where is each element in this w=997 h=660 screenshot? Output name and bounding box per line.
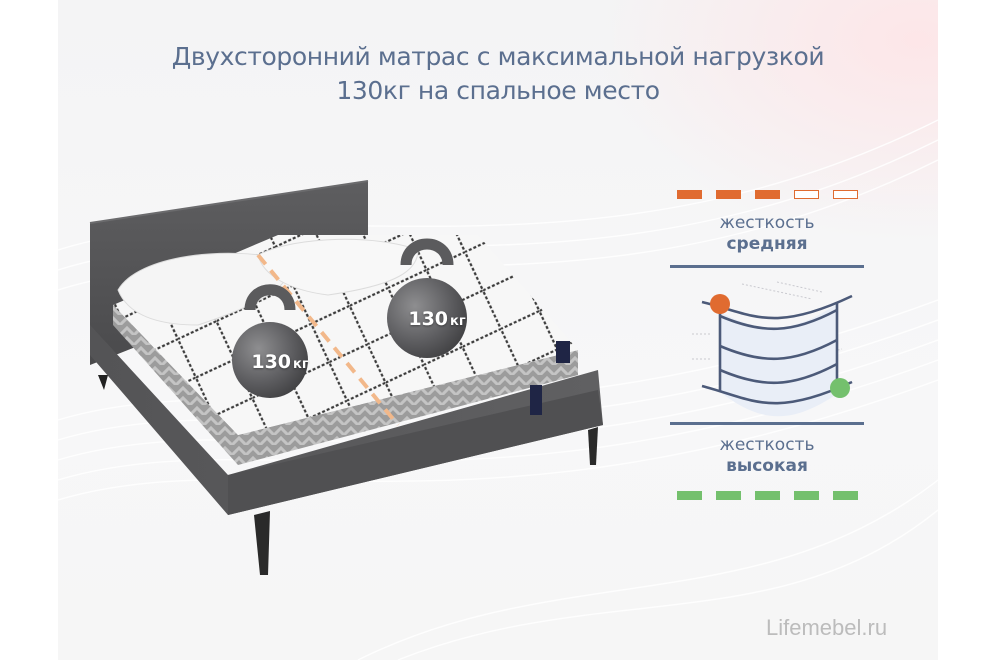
page-title: Двухсторонний матрас с максимальной нагр… (58, 40, 938, 108)
scale-segment-filled (676, 491, 702, 500)
title-line-2: 130кг на спальное место (336, 76, 660, 105)
scale-segment-filled (715, 190, 741, 199)
mattress-layers-icon (692, 281, 853, 417)
scale-segment-filled (754, 491, 780, 500)
scale-segment-filled (715, 491, 741, 500)
title-line-1: Двухсторонний матрас с максимальной нагр… (171, 42, 825, 71)
scale-segment-filled (832, 491, 858, 500)
firmness-scale-high (662, 491, 872, 500)
firmness-scale-medium (662, 190, 872, 199)
firmness-bottom-label: жесткость высокая (719, 435, 815, 476)
scale-segment-empty (793, 190, 819, 199)
firmness-panel: жесткость средняя жесткость в (662, 190, 872, 500)
firmness-top-label: жесткость средняя (719, 213, 815, 254)
kettlebell-left (232, 284, 308, 398)
divider-bottom (670, 422, 864, 425)
divider-top (670, 265, 864, 268)
banner-canvas: Двухсторонний матрас с максимальной нагр… (58, 0, 938, 660)
bed-illustration (89, 180, 603, 575)
scale-segment-empty (832, 190, 858, 199)
watermark: Lifemebel.ru (766, 615, 888, 640)
scale-segment-filled (676, 190, 702, 199)
kettlebell-right (387, 238, 467, 358)
scale-segment-filled (793, 491, 819, 500)
scale-segment-filled (754, 190, 780, 199)
